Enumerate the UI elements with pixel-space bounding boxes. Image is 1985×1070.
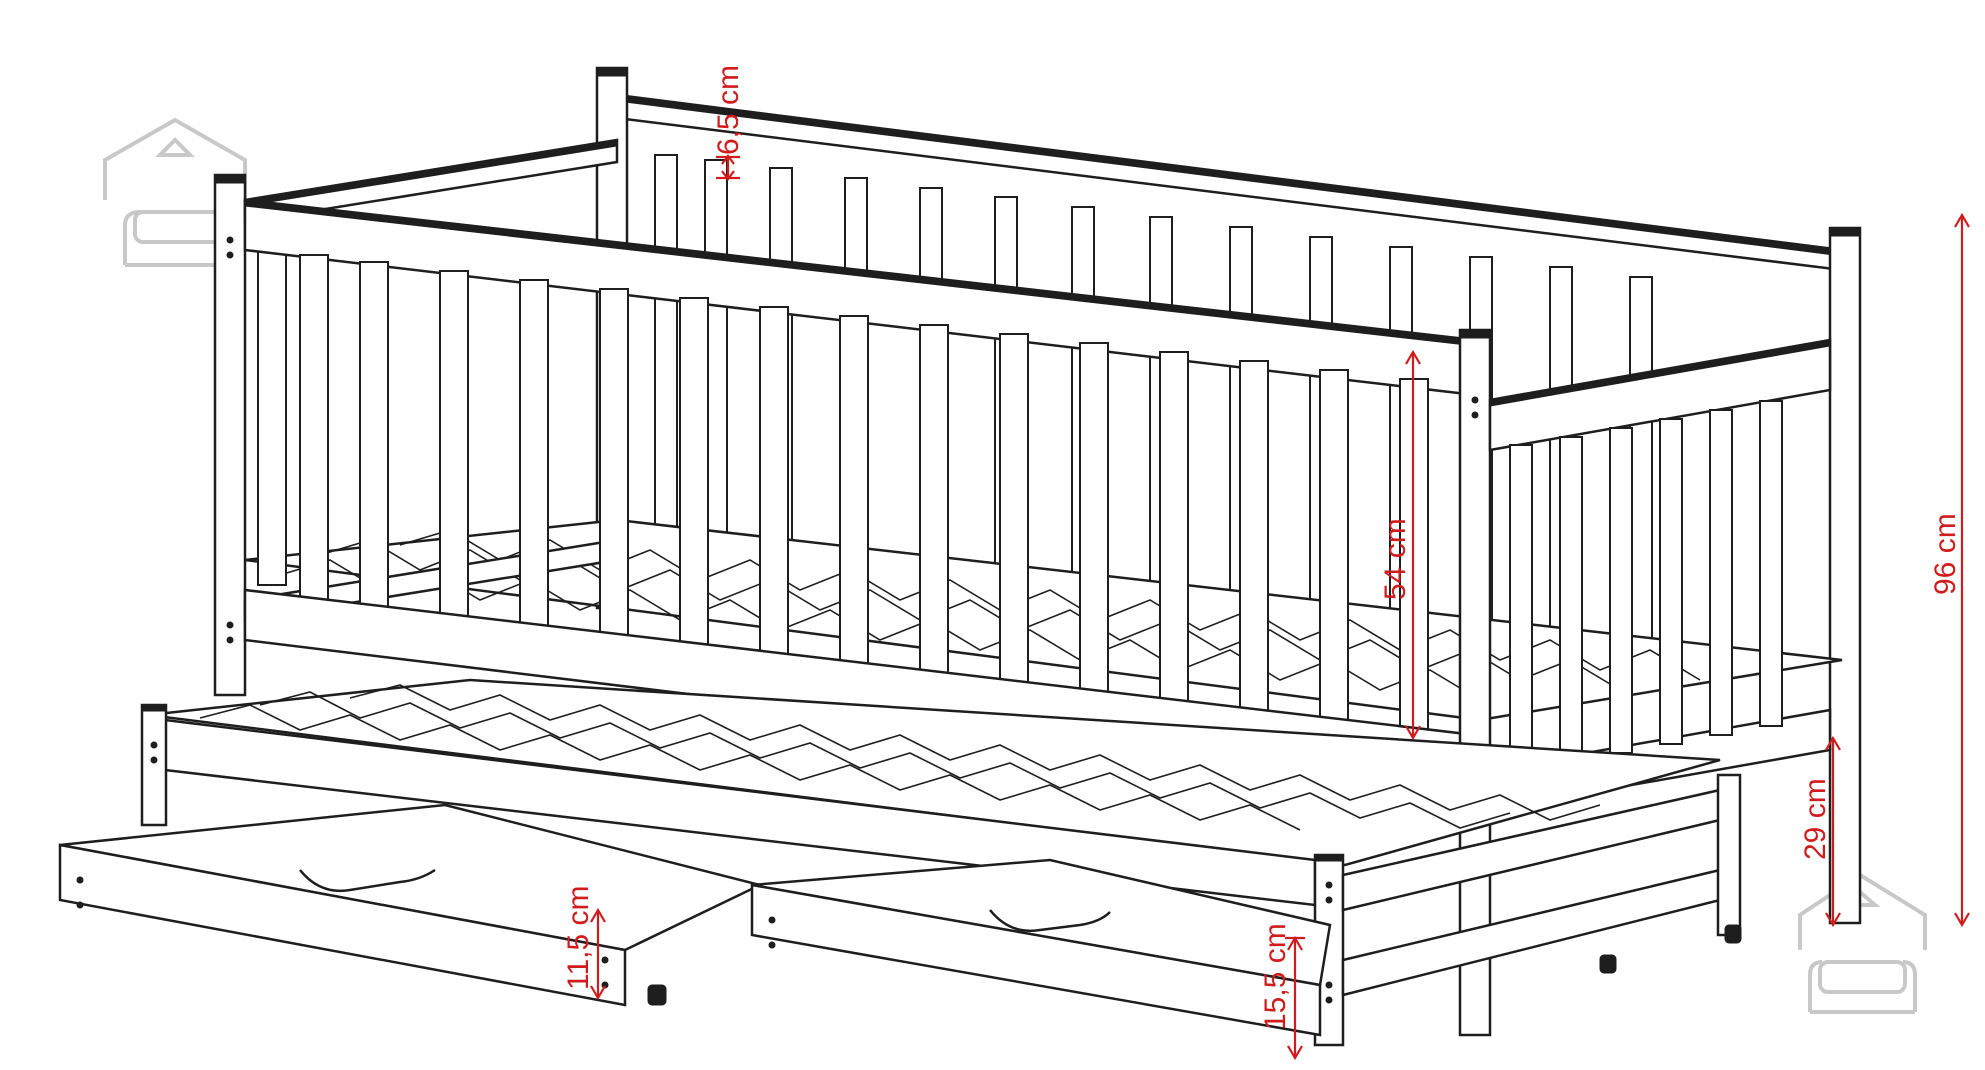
label-rail-height: 6,5 cm [712, 65, 745, 155]
drawer-right [750, 858, 1332, 1037]
house-sofa-logo-bottom-right [1798, 872, 1927, 1014]
label-side-height: 54 cm [1379, 518, 1412, 600]
drawer-left [58, 803, 764, 1007]
dimension-clearance: 29 cm [1799, 735, 1841, 928]
label-clearance: 29 cm [1799, 778, 1832, 860]
dimension-side-height: 54 cm [1379, 349, 1421, 741]
dimension-drawer-height: 11,5 cm [562, 886, 606, 1001]
trundle-bed [140, 678, 1742, 1047]
dimension-total-height: 96 cm [1929, 212, 1970, 928]
bed-frame [58, 66, 1862, 1047]
label-trundle-height: 15,5 cm [1259, 923, 1292, 1030]
label-total-height: 96 cm [1929, 513, 1962, 595]
dimension-rail-height: 6,5 cm [712, 65, 745, 181]
label-drawer-height: 11,5 cm [562, 886, 595, 991]
dimension-trundle-height: 15,5 cm [1259, 923, 1305, 1061]
